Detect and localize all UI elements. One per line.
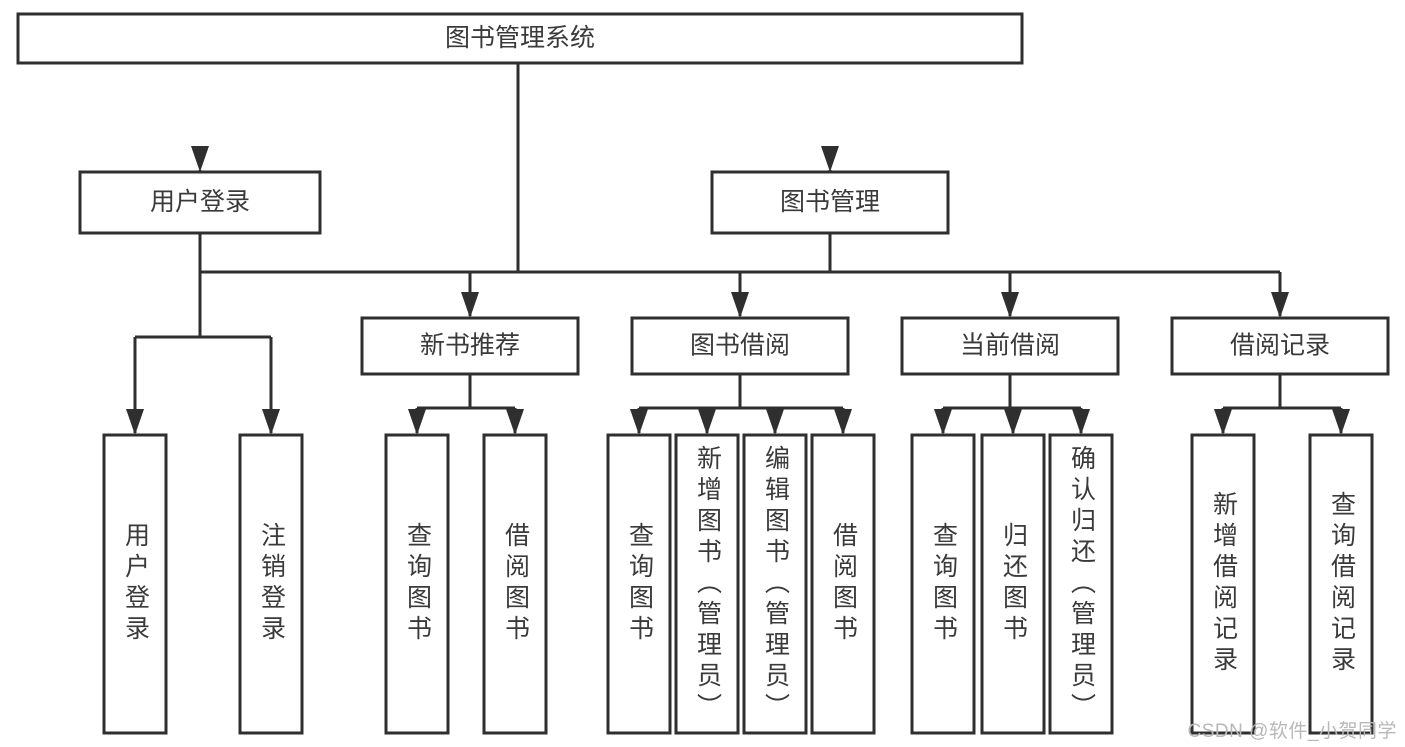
- horizontal-labels-layer: 新书推荐 图书借阅 当前借阅 借阅记录 用户登录 图书管理 图书管理系统: [150, 24, 1330, 360]
- watermark-text: CSDN @软件_小贺同学: [1187, 721, 1397, 742]
- arrow-down-icon-用户登录: [191, 146, 209, 172]
- node-图书管理-label: 图书管理: [780, 188, 880, 216]
- node-用户登录-label: 用户登录: [150, 188, 250, 216]
- leaf-1-注销登录[interactable]: [238, 433, 304, 735]
- leaf-2-查询图书[interactable]: [384, 433, 450, 735]
- arrow-down-icon-leaf: [834, 409, 852, 435]
- arrow-down-icon-leaf: [1072, 409, 1090, 435]
- arrow-down-icon-借阅记录: [1271, 292, 1289, 318]
- arrow-down-icon-leaf: [506, 409, 524, 435]
- node-用户登录[interactable]: [78, 170, 322, 235]
- arrow-down-icon-leaf: [126, 409, 144, 435]
- leaf-3-借阅图书[interactable]: [482, 433, 548, 735]
- arrow-down-icon-leaf: [766, 409, 784, 435]
- node-root-图书管理系统-label: 图书管理系统: [445, 24, 595, 52]
- leaf-8-查询图书[interactable]: [910, 433, 976, 735]
- node-借阅记录-label: 借阅记录: [1230, 332, 1330, 360]
- node-当前借阅-label: 当前借阅: [960, 332, 1060, 360]
- node-当前借阅[interactable]: [900, 316, 1120, 376]
- node-借阅记录[interactable]: [1170, 316, 1390, 376]
- arrow-down-icon-leaf: [408, 409, 426, 435]
- arrow-down-icon-图书管理: [821, 146, 839, 172]
- arrow-down-icon-leaf: [698, 409, 716, 435]
- arrow-down-icon-新书推荐: [461, 292, 479, 318]
- leaf-4-查询图书[interactable]: [606, 433, 672, 735]
- leaf-6-编辑图书管理员[interactable]: [742, 433, 808, 735]
- node-root-图书管理系统[interactable]: [16, 12, 1024, 65]
- leaf-7-借阅图书[interactable]: [810, 433, 876, 735]
- arrow-down-icon-leaf: [262, 409, 280, 435]
- arrow-down-icon-图书借阅: [731, 292, 749, 318]
- leaf-11-新增借阅记录[interactable]: [1190, 433, 1256, 735]
- arrow-down-icon-当前借阅: [1001, 292, 1019, 318]
- boxes-layer: [16, 12, 1390, 735]
- leaf-5-新增图书管理员[interactable]: [674, 433, 740, 735]
- node-图书借阅-label: 图书借阅: [690, 332, 790, 360]
- connectors-layer: [126, 63, 1350, 435]
- arrow-down-icon-leaf: [1332, 409, 1350, 435]
- leaf-9-归还图书[interactable]: [980, 433, 1046, 735]
- leaf-0-用户登录[interactable]: [102, 433, 168, 735]
- arrow-down-icon-leaf: [1214, 409, 1232, 435]
- arrow-down-icon-leaf: [630, 409, 648, 435]
- node-新书推荐[interactable]: [360, 316, 580, 376]
- leaf-12-查询借阅记录[interactable]: [1308, 433, 1374, 735]
- leaf-10-确认归还管理员[interactable]: [1048, 433, 1114, 735]
- node-新书推荐-label: 新书推荐: [420, 332, 520, 360]
- arrow-down-icon-leaf: [934, 409, 952, 435]
- arrow-down-icon-leaf: [1004, 409, 1022, 435]
- node-图书借阅[interactable]: [630, 316, 850, 376]
- node-图书管理[interactable]: [710, 170, 950, 235]
